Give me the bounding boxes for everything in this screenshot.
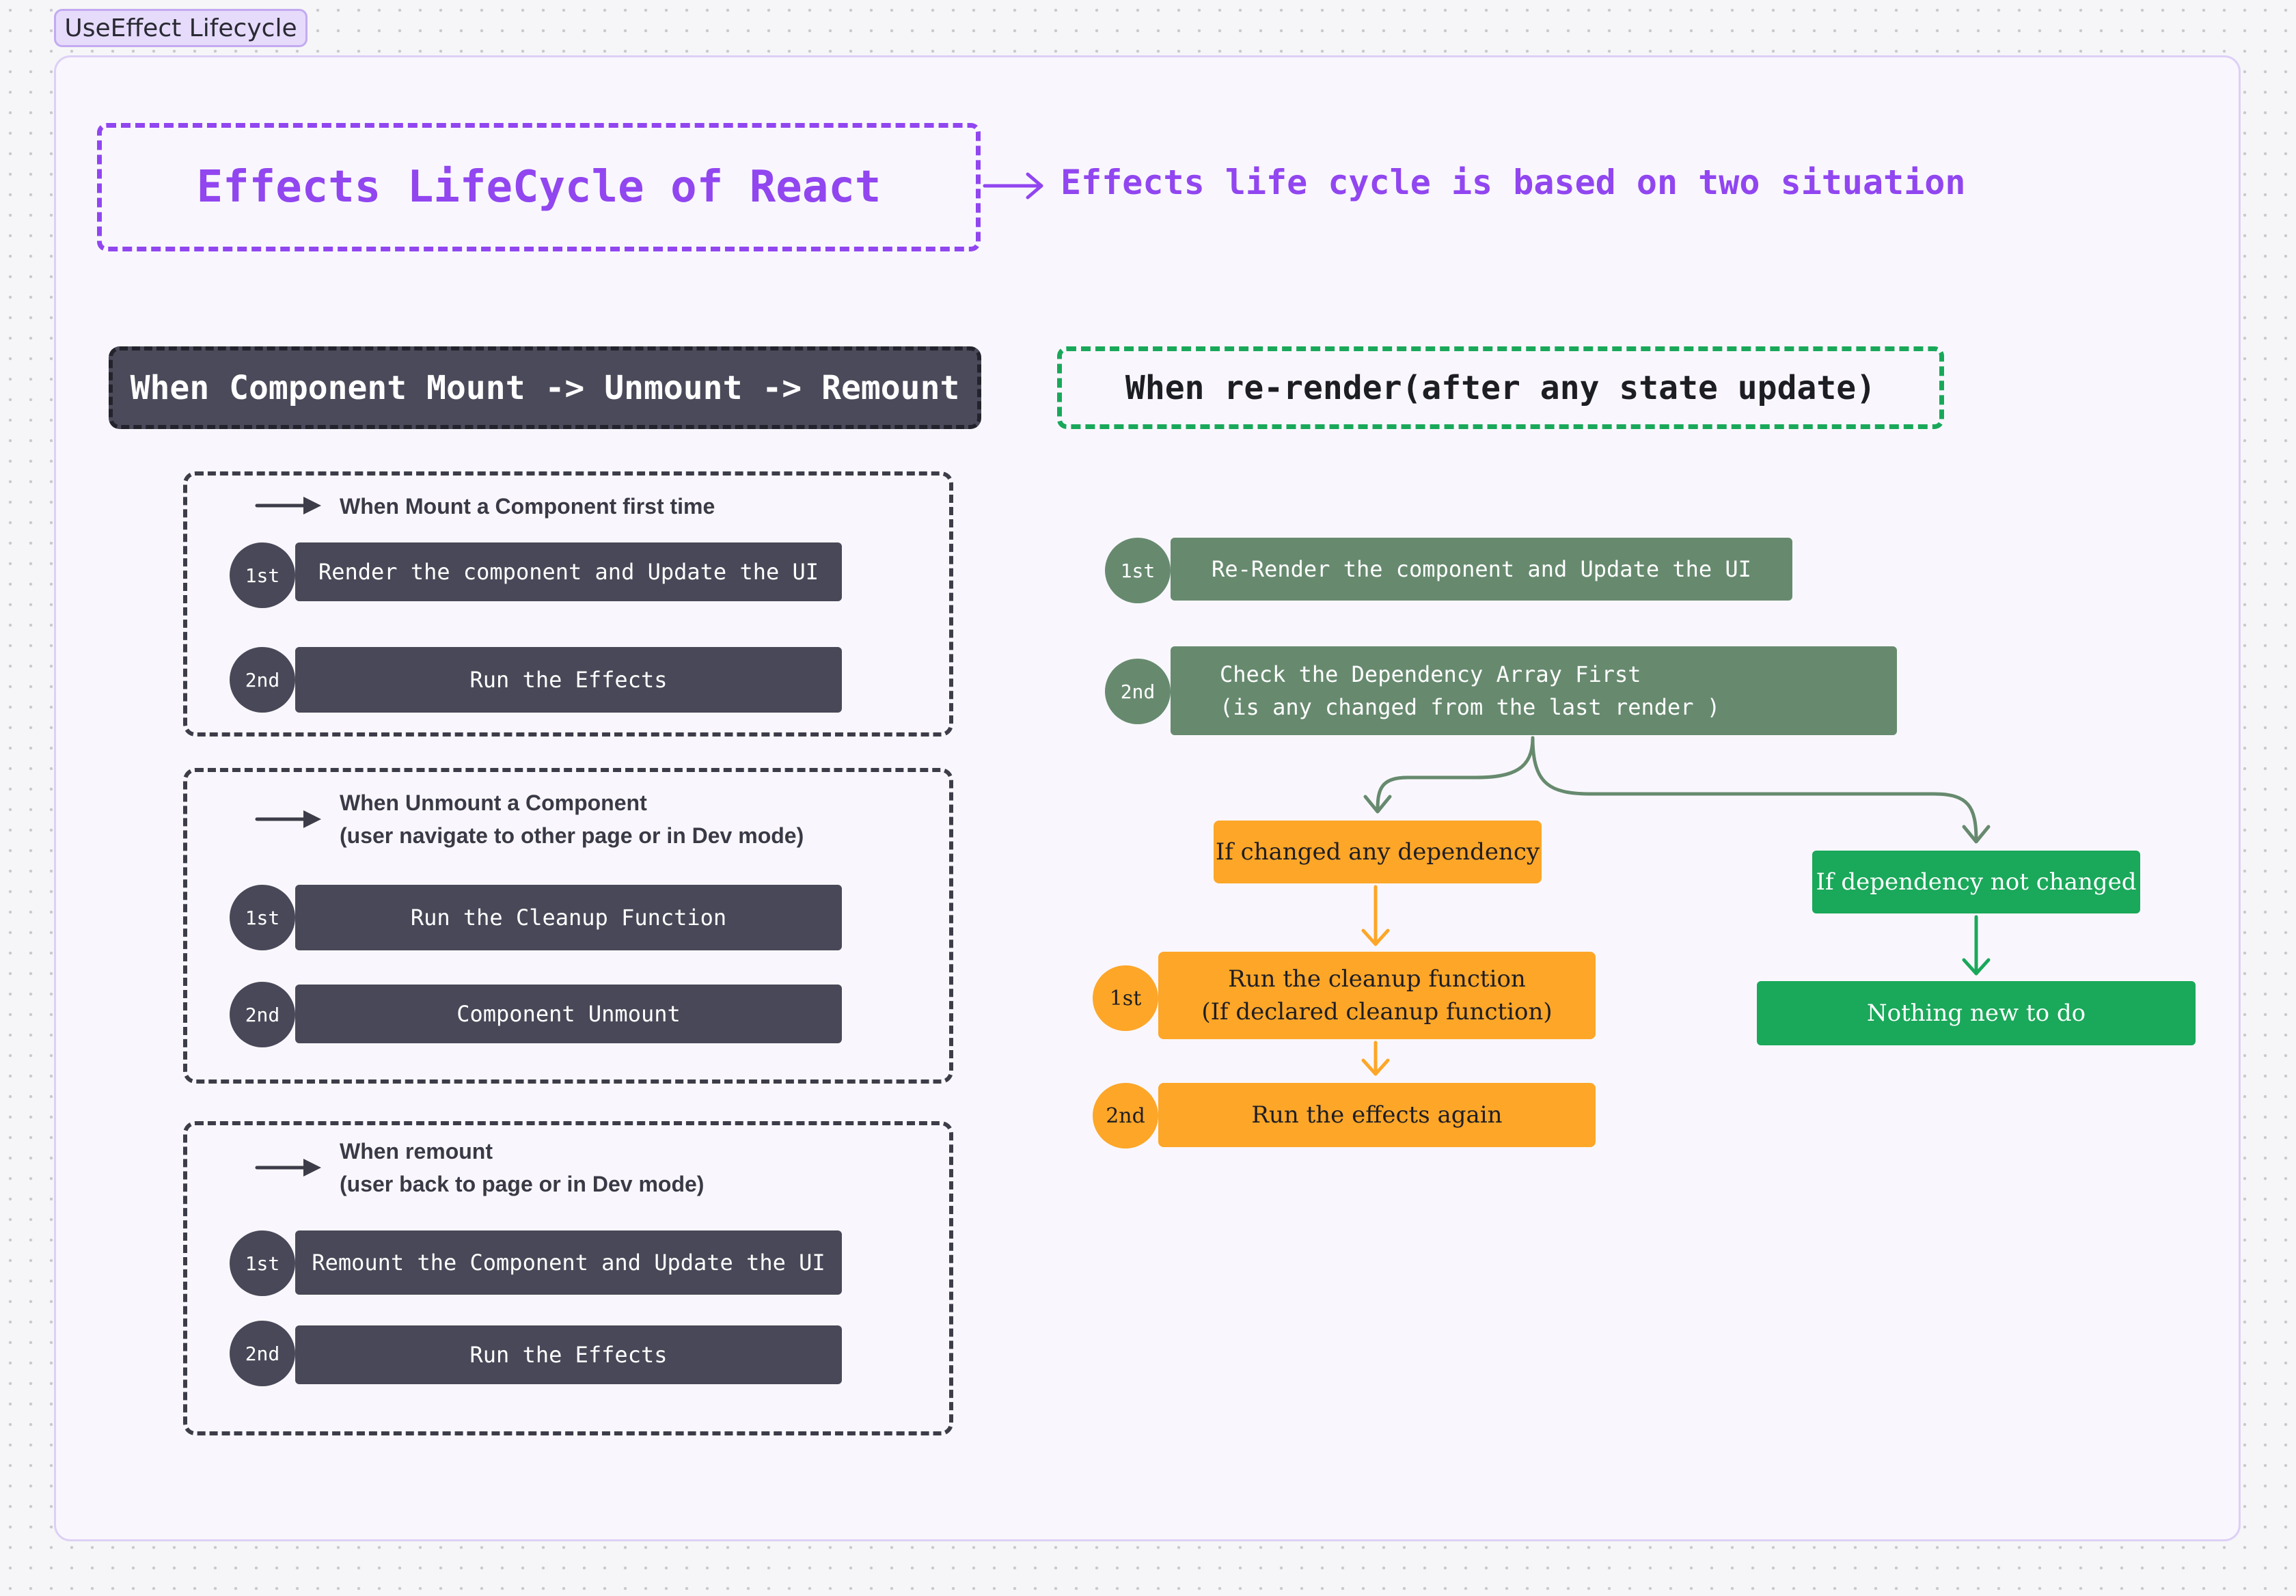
changed-step-1-badge: 1st [1093, 965, 1158, 1031]
group-unmount-step-2: Component Unmount [295, 985, 842, 1043]
changed-step-2-badge: 2nd [1093, 1083, 1158, 1148]
frame-label[interactable]: UseEffect Lifecycle [54, 9, 308, 47]
group-mount-step-2: Run the Effects [295, 647, 842, 713]
group-mount-step-2-badge: 2nd [230, 647, 295, 713]
mount-section-heading: When Component Mount -> Unmount -> Remou… [109, 346, 981, 429]
changed-step-2: Run the effects again [1158, 1083, 1596, 1147]
group-remount [183, 1121, 953, 1435]
unchanged-result: Nothing new to do [1757, 981, 2196, 1045]
unchanged-condition: If dependency not changed [1812, 851, 2140, 913]
branch-changed-arrow [1376, 736, 1535, 812]
changed-step-1: Run the cleanup function (If declared cl… [1158, 952, 1596, 1039]
rerender-step-1-badge: 1st [1105, 538, 1171, 603]
group-remount-step-2: Run the Effects [295, 1325, 842, 1384]
group-unmount [183, 768, 953, 1084]
group-unmount-step-1-badge: 1st [230, 885, 295, 950]
rerender-step-2-badge: 2nd [1105, 659, 1171, 724]
diagram-title: Effects LifeCycle of React [97, 123, 981, 251]
group-unmount-step-1: Run the Cleanup Function [295, 885, 842, 950]
changed-condition: If changed any dependency [1214, 821, 1542, 883]
group-remount-label: When remount (user back to page or in De… [340, 1139, 705, 1196]
group-mount [183, 471, 953, 737]
group-unmount-label: When Unmount a Component (user navigate … [340, 790, 804, 848]
branch-unchanged-arrow [1531, 736, 1978, 842]
title-note: Effects life cycle is based on two situa… [1061, 163, 1966, 202]
group-remount-step-1: Remount the Component and Update the UI [295, 1230, 842, 1295]
rerender-section-heading: When re-render(after any state update) [1057, 346, 1944, 429]
group-remount-step-2-badge: 2nd [230, 1321, 295, 1386]
rerender-step-2: Check the Dependency Array First (is any… [1171, 646, 1897, 735]
group-mount-step-1: Render the component and Update the UI [295, 542, 842, 601]
group-mount-step-1-badge: 1st [230, 542, 295, 608]
group-mount-label: When Mount a Component first time [340, 494, 715, 519]
title-arrow [983, 172, 1043, 200]
group-unmount-step-2-badge: 2nd [230, 982, 295, 1047]
group-remount-step-1-badge: 1st [230, 1230, 295, 1296]
rerender-step-1: Re-Render the component and Update the U… [1171, 538, 1792, 601]
